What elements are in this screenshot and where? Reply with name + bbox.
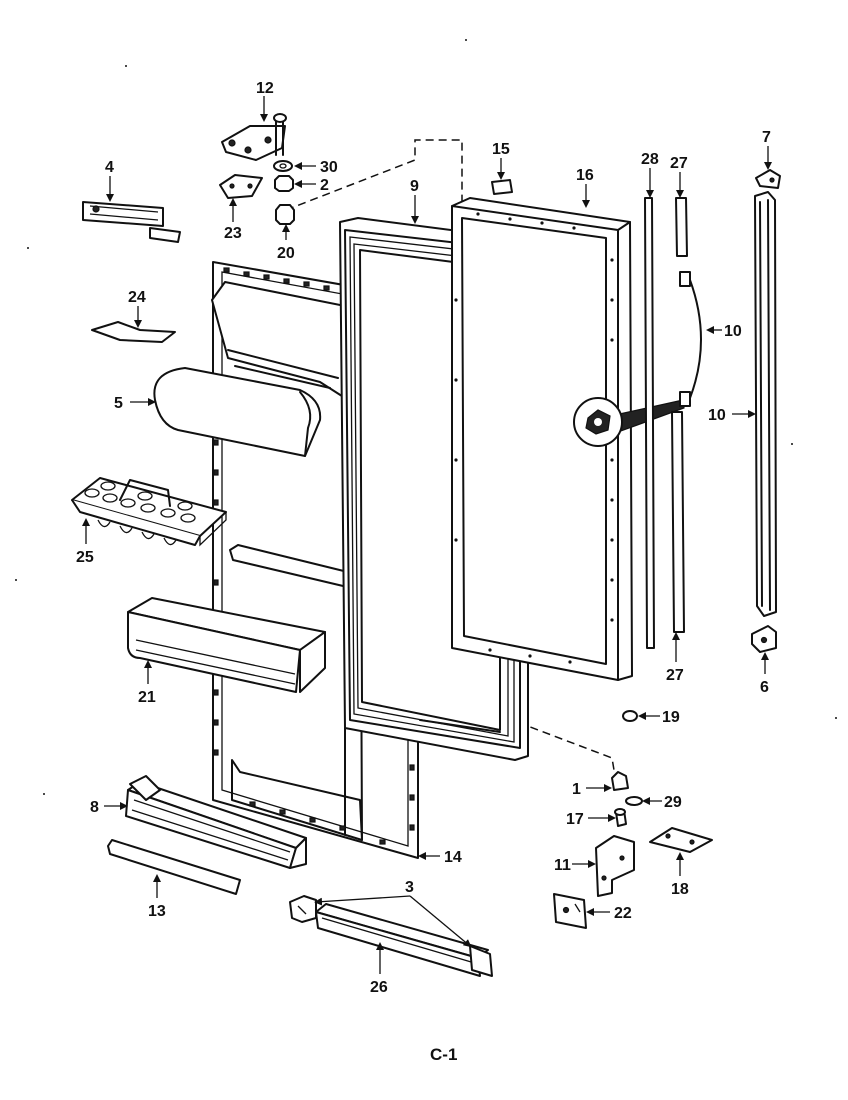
callout-27-lower: 27	[666, 667, 684, 684]
callout-8: 8	[90, 799, 99, 816]
callout-6: 6	[760, 679, 769, 696]
callout-18: 18	[671, 881, 689, 898]
callout-22: 22	[614, 905, 632, 922]
callout-5: 5	[114, 395, 123, 412]
part-29-washer	[625, 796, 643, 806]
part-27-lower-seal	[671, 411, 685, 633]
callout-14: 14	[444, 849, 462, 866]
callout-10-channel: 10	[708, 407, 726, 424]
callout-2: 2	[320, 177, 329, 194]
callout-4: 4	[105, 159, 114, 176]
part-11-lower-hinge	[595, 835, 635, 897]
callout-21: 21	[138, 689, 156, 706]
part-10-long-channel	[754, 191, 777, 617]
part-27-upper-seal	[675, 197, 688, 257]
callout-26: 26	[370, 979, 388, 996]
part-23-shim	[219, 174, 263, 199]
callout-3: 3	[405, 879, 414, 896]
callout-12: 12	[256, 80, 274, 97]
callout-20: 20	[277, 245, 295, 262]
part-26-bottom-rail	[315, 903, 493, 977]
callout-28: 28	[641, 151, 659, 168]
part-28-seal-strip	[644, 197, 655, 649]
part-16-door-panel	[451, 197, 633, 681]
part-18-hinge-plate	[649, 827, 713, 853]
callout-7: 7	[762, 129, 771, 146]
part-15-label	[491, 179, 513, 195]
callout-15: 15	[492, 141, 510, 158]
part-17-pin	[614, 808, 627, 827]
part-20-bushing	[275, 204, 295, 225]
callout-23: 23	[224, 225, 242, 242]
part-10-channel-bracket	[679, 271, 702, 407]
part-24-cover	[91, 321, 176, 343]
part-4-hinge-cover	[82, 201, 181, 243]
part-25-egg-tray	[71, 477, 227, 547]
callout-29: 29	[664, 794, 682, 811]
part-19-plug	[622, 710, 638, 722]
part-22-shim	[553, 893, 587, 929]
callout-30: 30	[320, 159, 338, 176]
callout-10-bracket: 10	[724, 323, 742, 340]
panel-screw-holes	[454, 212, 614, 664]
page-label: C-1	[430, 1045, 457, 1064]
part-21-door-shelf	[127, 597, 326, 693]
callout-17: 17	[566, 811, 584, 828]
part-7-hinge-cap	[755, 169, 781, 189]
part-2-nut	[274, 175, 294, 192]
callout-16: 16	[576, 167, 594, 184]
callout-labels: 12 30 2 23 20 4 24 5 25 21 8 13 14 9 15 …	[76, 80, 771, 996]
part-30-washer	[273, 160, 293, 172]
callout-13: 13	[148, 903, 166, 920]
part-6-bottom-cap	[751, 625, 777, 653]
callout-24: 24	[128, 289, 146, 306]
callout-27-upper: 27	[670, 155, 688, 172]
part-5-dairy-door	[153, 367, 322, 457]
callout-9: 9	[410, 178, 419, 195]
callout-1: 1	[572, 781, 581, 798]
callout-11: 11	[554, 857, 571, 874]
callout-19: 19	[662, 709, 680, 726]
part-12-upper-hinge	[221, 113, 287, 161]
part-3-clip	[289, 895, 317, 923]
leader-lines	[82, 96, 772, 974]
part-13-trim-strip	[107, 839, 241, 895]
callout-25: 25	[76, 549, 94, 566]
scan-specks	[15, 39, 837, 795]
part-1-bushing	[611, 771, 629, 791]
